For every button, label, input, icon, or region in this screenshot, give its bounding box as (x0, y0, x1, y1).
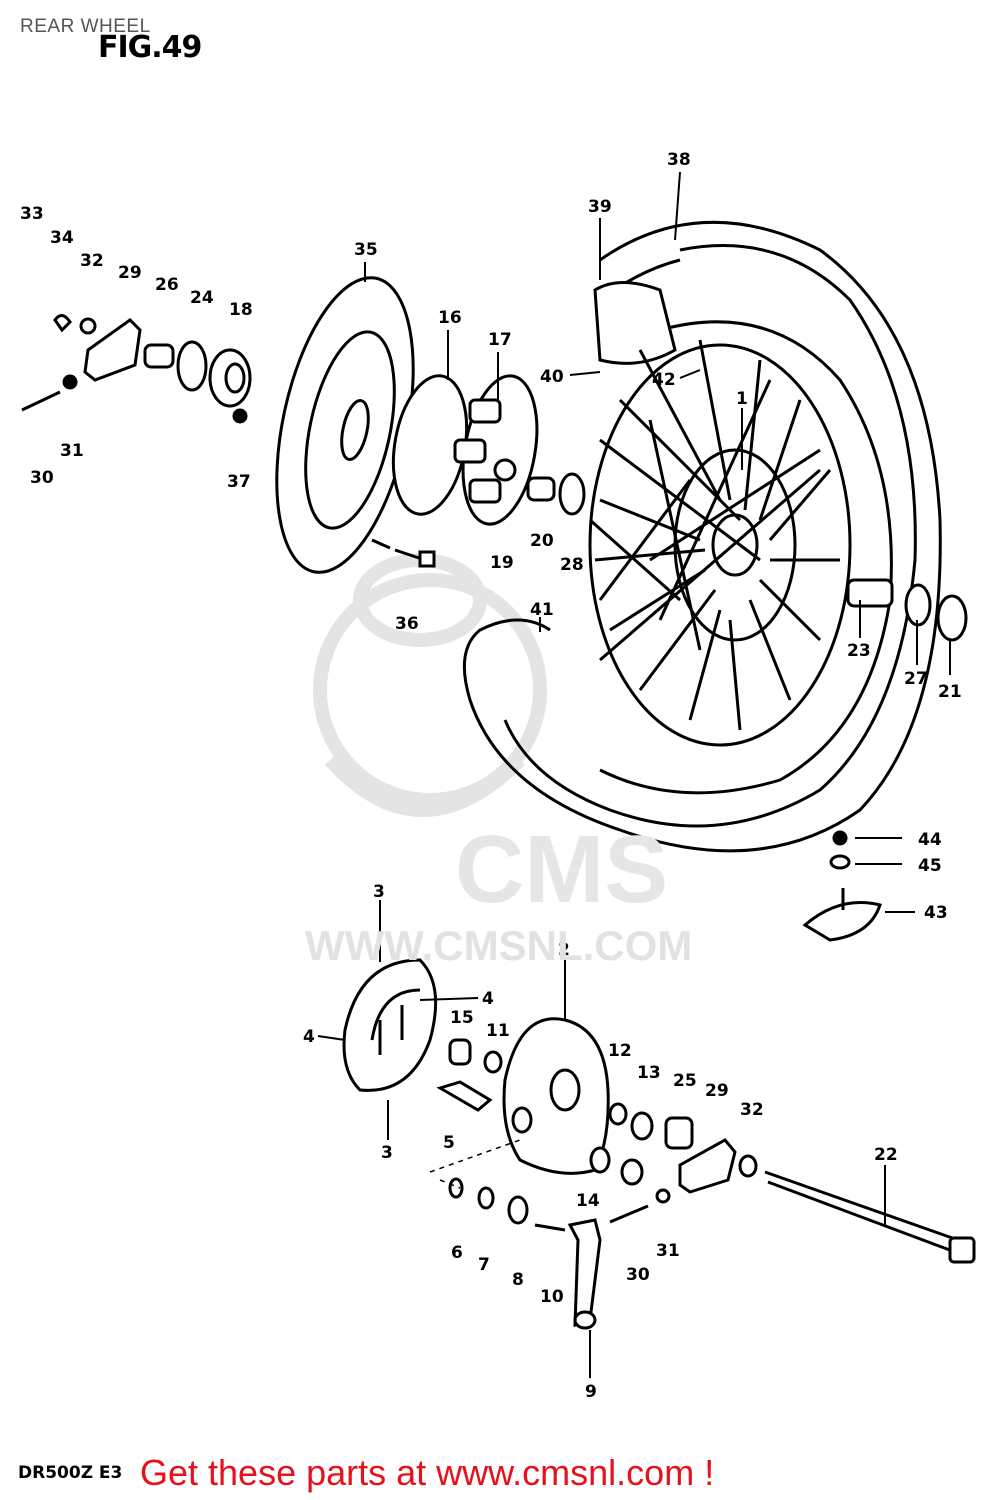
right-axle-parts (846, 578, 968, 642)
callout-40: 40 (540, 367, 564, 387)
callout-29-top: 29 (118, 263, 142, 283)
watermark-url: WWW.CMSNL.COM (305, 922, 693, 969)
callout-7: 7 (478, 1255, 490, 1275)
leader-lines (317, 171, 951, 1378)
callout-38: 38 (667, 150, 691, 170)
callout-13: 13 (637, 1063, 661, 1083)
callout-42: 42 (652, 370, 676, 390)
callout-36: 36 (395, 614, 419, 634)
callout-23: 23 (847, 641, 871, 661)
brake-shoes (342, 958, 438, 1092)
callout-9: 9 (585, 1382, 597, 1402)
callout-26: 26 (155, 275, 179, 295)
callout-37: 37 (227, 472, 251, 492)
callout-15: 15 (450, 1008, 474, 1028)
sprocket-bolt (371, 538, 436, 568)
callout-27: 27 (904, 669, 928, 689)
callout-3-bottom: 3 (381, 1143, 393, 1163)
callout-33: 33 (20, 204, 44, 224)
callout-28: 28 (560, 555, 584, 575)
watermark-mascot (313, 553, 547, 817)
callout-43: 43 (924, 903, 948, 923)
callout-44: 44 (918, 830, 942, 850)
callout-45: 45 (918, 856, 942, 876)
callout-11: 11 (486, 1021, 510, 1041)
callout-6: 6 (451, 1243, 463, 1263)
wheel-rim-spokes (588, 339, 852, 747)
assembly-guide-lines (429, 1139, 521, 1189)
callout-16: 16 (438, 308, 462, 328)
callout-19: 19 (490, 553, 514, 573)
callout-5: 5 (443, 1133, 455, 1153)
callout-22: 22 (874, 1145, 898, 1165)
callout-21: 21 (938, 682, 962, 702)
inner-tube (593, 281, 677, 365)
callout-18: 18 (229, 300, 253, 320)
callout-3-top: 3 (373, 882, 385, 902)
callout-30-top: 30 (30, 468, 54, 488)
left-axle-parts (21, 314, 252, 424)
sprocket-drum (391, 374, 586, 526)
footer-link[interactable]: Get these parts at www.cmsnl.com ! (140, 1452, 715, 1493)
callout-31-bottom: 31 (656, 1241, 680, 1261)
callout-17: 17 (488, 330, 512, 350)
callout-10: 10 (540, 1287, 564, 1307)
callout-30-bottom: 30 (626, 1265, 650, 1285)
model-code: DR500Z E3 (18, 1463, 123, 1483)
callout-29-bottom: 29 (705, 1081, 729, 1101)
callout-35: 35 (354, 240, 378, 260)
page-title: REAR WHEEL (20, 16, 151, 37)
callout-4-right: 4 (482, 989, 494, 1009)
callout-14: 14 (576, 1191, 600, 1211)
callout-12: 12 (608, 1041, 632, 1061)
watermark-brand: CMS (455, 816, 669, 923)
callout-39: 39 (588, 197, 612, 217)
rim-lock-parts (802, 830, 882, 942)
rear-axle (764, 1170, 976, 1264)
rear-sprocket (275, 276, 415, 574)
brake-panel (502, 1017, 611, 1175)
callout-8: 8 (512, 1270, 524, 1290)
callout-31-top: 31 (60, 441, 84, 461)
callout-20: 20 (530, 531, 554, 551)
callout-24: 24 (190, 288, 214, 308)
callout-32-top: 32 (80, 251, 104, 271)
callout-numbers: 1 2 3 3 4 4 5 6 7 8 9 10 11 12 13 14 15 … (20, 150, 962, 1402)
figure-label: FIG.49 (98, 30, 202, 65)
callout-4-left: 4 (303, 1027, 315, 1047)
brake-small-parts (436, 1038, 758, 1330)
callout-2: 2 (558, 940, 570, 960)
callout-1: 1 (736, 389, 748, 409)
callout-32-bottom: 32 (740, 1100, 764, 1120)
callout-25: 25 (673, 1071, 697, 1091)
callout-34: 34 (50, 228, 74, 248)
callout-41: 41 (530, 600, 554, 620)
